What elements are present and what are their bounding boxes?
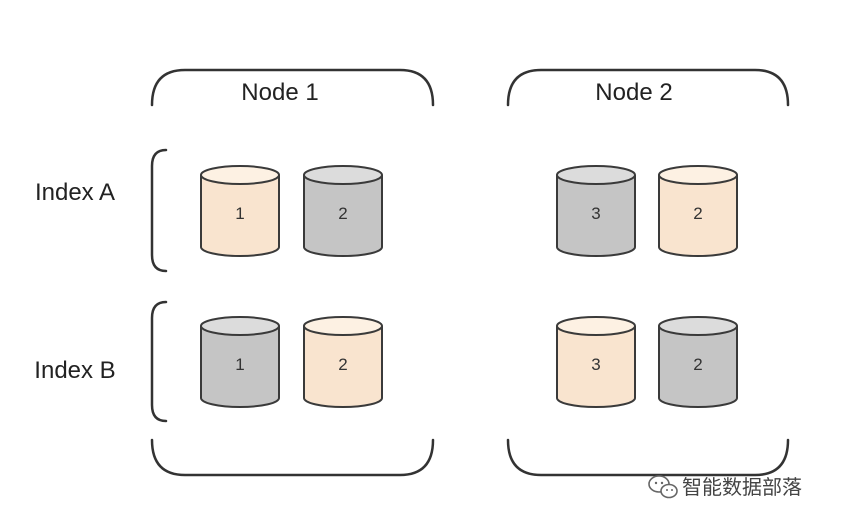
watermark-text: 智能数据部落 (682, 475, 802, 499)
cylinder-body (200, 175, 280, 257)
cylinder-body (556, 326, 636, 408)
index-b-label: Index B (34, 357, 115, 384)
wechat-icon (648, 475, 678, 499)
shard-replica-1: 1 (200, 316, 280, 408)
shard-replica-2: 2 (658, 316, 738, 408)
index-b-bracket (150, 300, 168, 423)
cylinder-body (200, 326, 280, 408)
shard-label: 2 (338, 204, 347, 223)
cylinder-body (303, 326, 383, 408)
cylinder-top (200, 316, 280, 336)
node-1-top-bracket (150, 68, 435, 107)
node-1-container (150, 68, 435, 477)
cylinder-body (658, 175, 738, 257)
cylinder-body (303, 175, 383, 257)
shard-replica-3: 3 (556, 165, 636, 257)
shard-primary-2: 2 (303, 316, 383, 408)
node-1-bottom-bracket (150, 438, 435, 477)
node-2-top-bracket (506, 68, 790, 107)
watermark: 智能数据部落 (648, 475, 802, 499)
shard-label: 1 (235, 355, 244, 374)
cylinder-top (658, 316, 738, 336)
index-a-label: Index A (35, 179, 115, 206)
shard-label: 3 (591, 355, 600, 374)
node-2-bottom-bracket (506, 438, 790, 477)
shard-label: 2 (338, 355, 347, 374)
index-brackets (150, 148, 168, 423)
cylinder-body (658, 326, 738, 408)
shard-primary-1: 1 (200, 165, 280, 257)
shard-primary-3: 3 (556, 316, 636, 408)
cylinder-top (556, 165, 636, 185)
cylinder-top (303, 165, 383, 185)
node-2-label: Node 2 (595, 79, 672, 106)
node-2-container (506, 68, 790, 477)
shard-label: 2 (693, 355, 702, 374)
cylinder-top (200, 165, 280, 185)
index-a-bracket (150, 148, 168, 273)
shard-label: 1 (235, 204, 244, 223)
shard-label: 3 (591, 204, 600, 223)
cylinder-top (556, 316, 636, 336)
shard-label: 2 (693, 204, 702, 223)
cylinder-body (556, 175, 636, 257)
shard-primary-2: 2 (658, 165, 738, 257)
cylinder-top (658, 165, 738, 185)
cylinder-top (303, 316, 383, 336)
shard-replica-2: 2 (303, 165, 383, 257)
node-1-label: Node 1 (241, 79, 318, 106)
